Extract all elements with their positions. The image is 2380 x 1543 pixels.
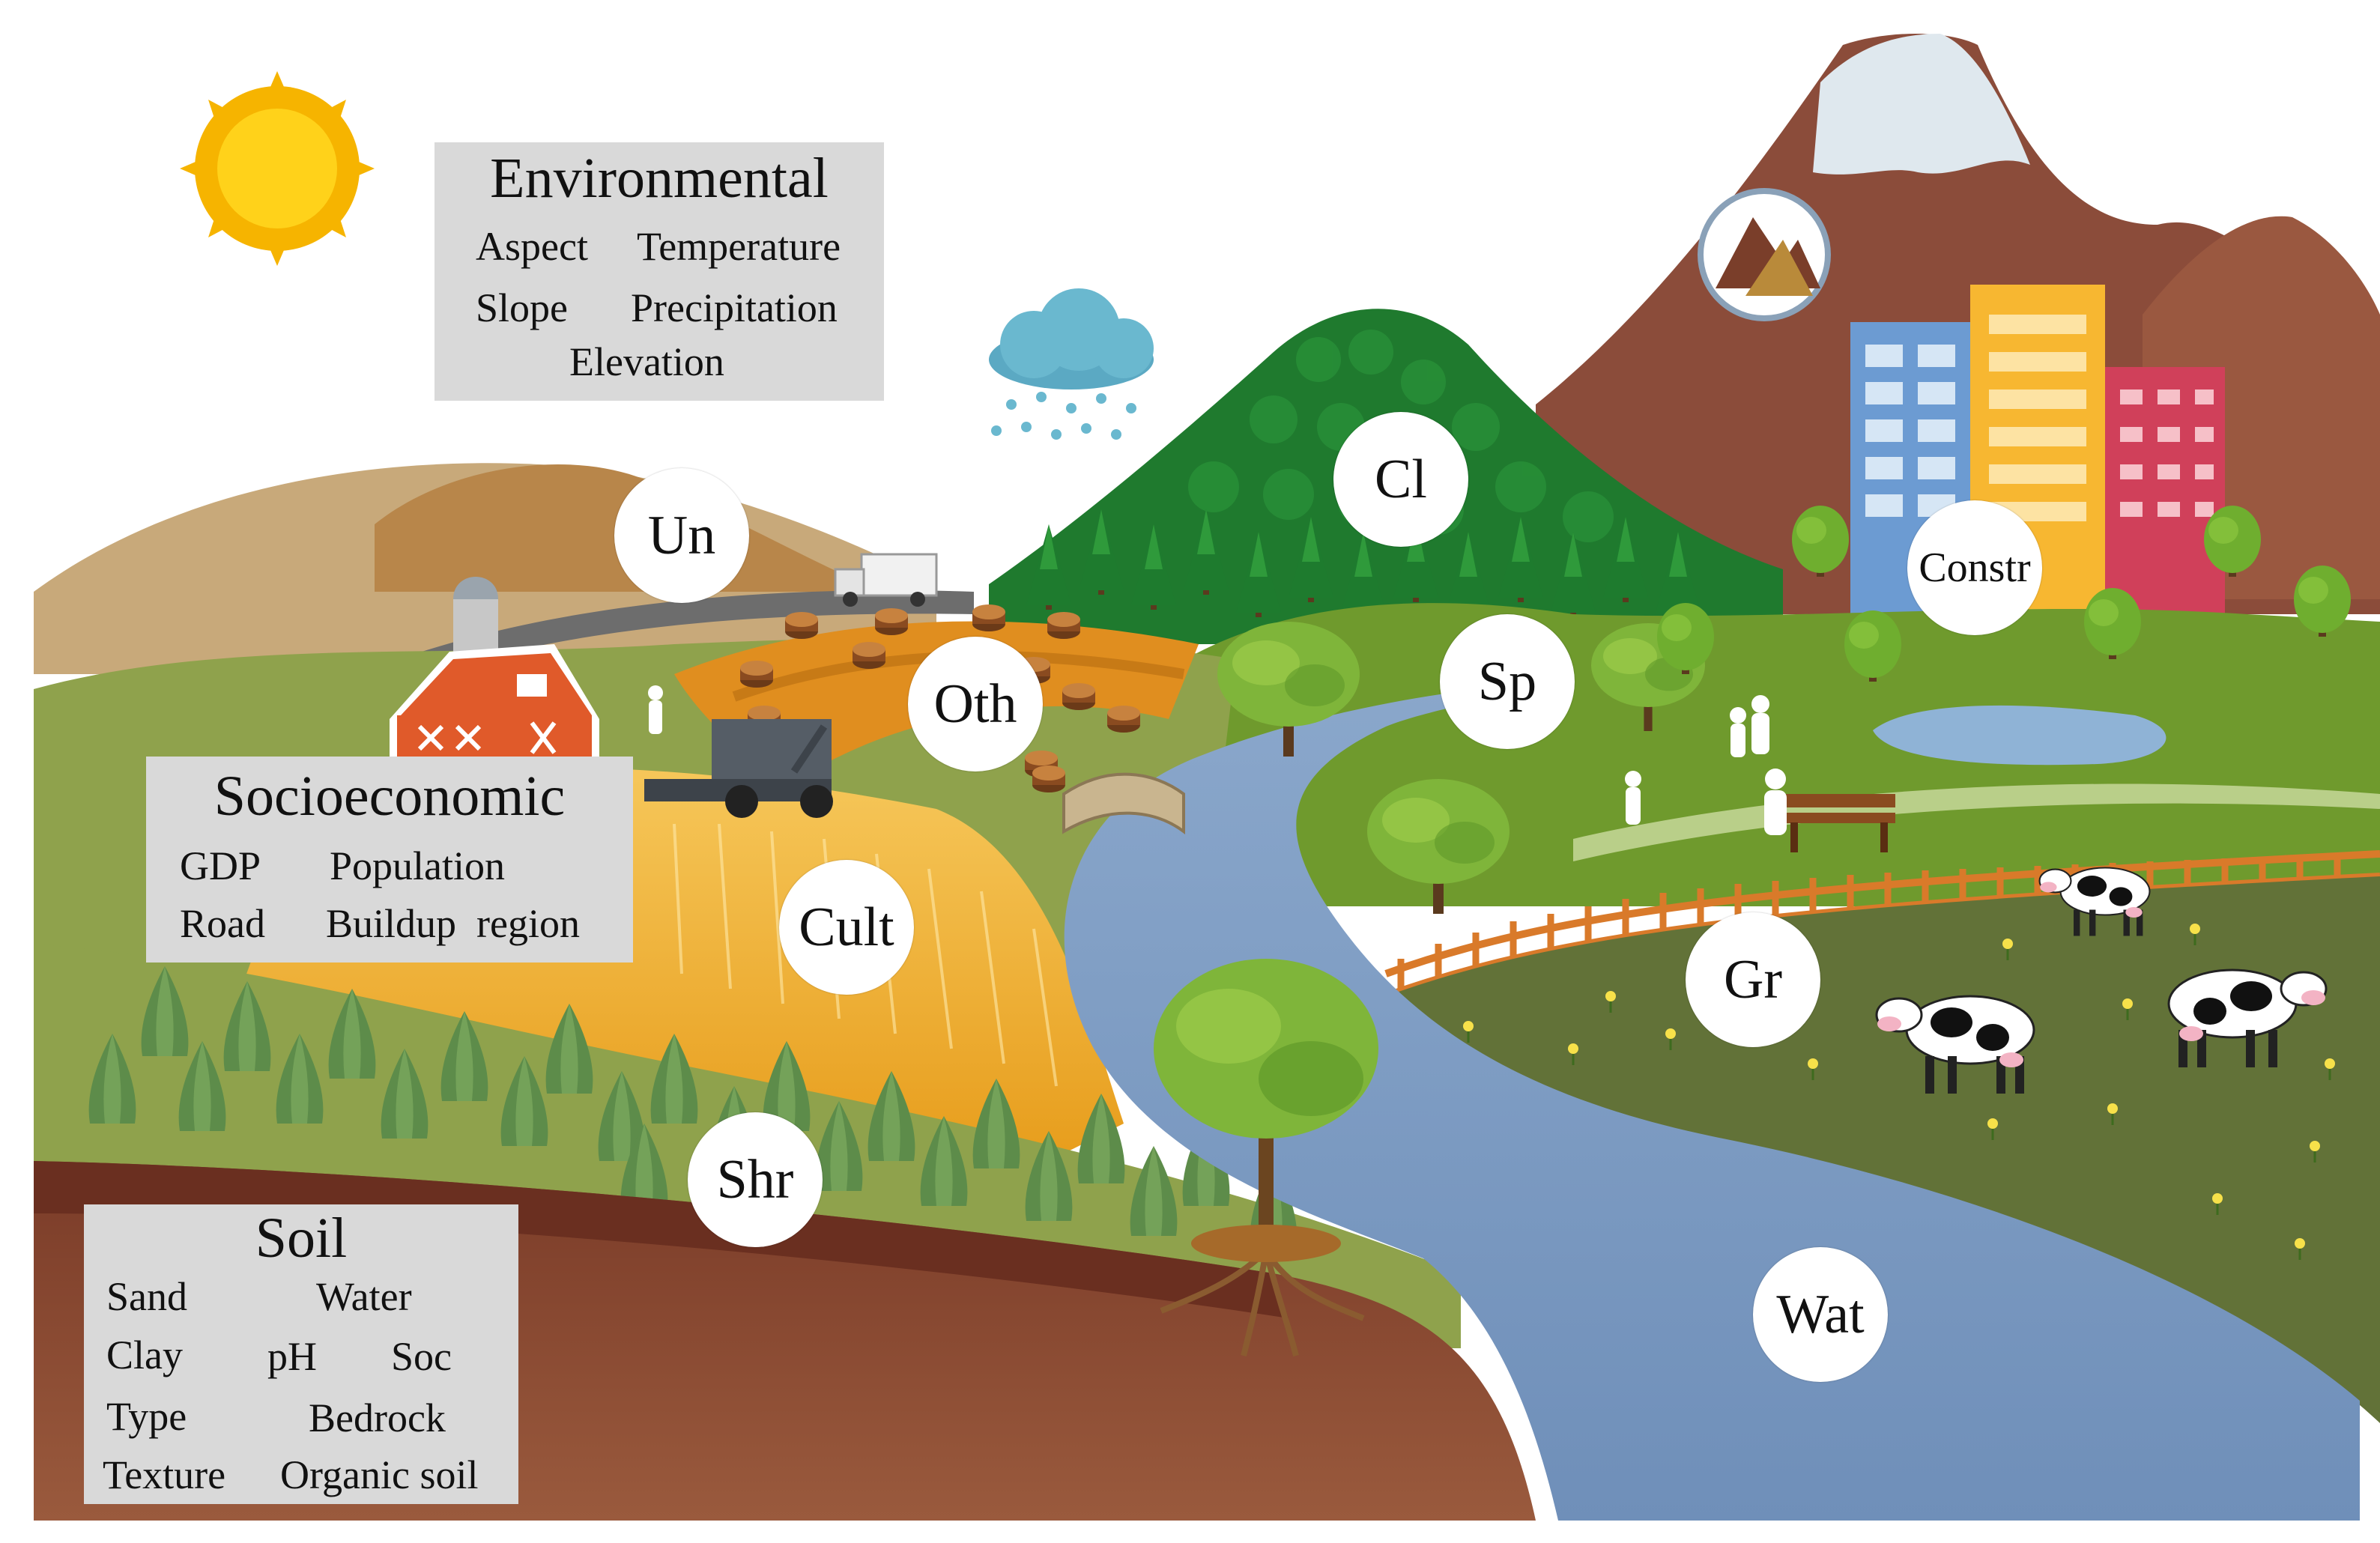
factor-type: Type xyxy=(106,1393,187,1440)
label-wat: Wat xyxy=(1753,1247,1888,1382)
label-oth: Oth xyxy=(908,637,1043,772)
factor-aspect: Aspect xyxy=(476,223,588,270)
label-cult: Cult xyxy=(779,860,914,995)
factor-clay: Clay xyxy=(106,1332,183,1378)
label-gr: Gr xyxy=(1686,912,1820,1047)
soil-panel: Soil Sand Water Clay pH Soc Type Bedrock… xyxy=(84,1204,518,1504)
factor-sand: Sand xyxy=(106,1273,187,1320)
factor-water: Water xyxy=(316,1273,412,1320)
farmer-icon xyxy=(648,685,663,734)
factor-ph: pH xyxy=(267,1333,317,1380)
factor-precipitation: Precipitation xyxy=(631,285,838,331)
soil-title: Soil xyxy=(84,1206,518,1271)
mountain-icon xyxy=(1701,191,1828,318)
factor-slope: Slope xyxy=(476,285,568,331)
rain-cloud-icon xyxy=(989,288,1154,440)
factor-population: Population xyxy=(330,843,505,889)
label-sp: Sp xyxy=(1440,614,1575,749)
factor-elevation: Elevation xyxy=(569,339,724,385)
factor-buildup-region: Buildup region xyxy=(326,900,580,947)
label-constr: Constr xyxy=(1907,500,2042,635)
factor-organic-soil: Organic soil xyxy=(280,1452,478,1498)
factor-texture: Texture xyxy=(103,1452,225,1498)
factor-soc: Soc xyxy=(391,1333,452,1380)
environmental-title: Environmental xyxy=(434,146,884,211)
factor-temperature: Temperature xyxy=(637,223,841,270)
factor-road: Road xyxy=(180,900,265,947)
environmental-panel: Environmental Aspect Temperature Slope P… xyxy=(434,142,884,401)
socioeconomic-title: Socioeconomic xyxy=(146,764,633,829)
factor-bedrock: Bedrock xyxy=(309,1395,446,1441)
label-un: Un xyxy=(614,468,749,603)
label-cl: Cl xyxy=(1333,412,1468,547)
factor-gdp: GDP xyxy=(180,843,261,889)
sun-icon xyxy=(180,71,375,266)
socioeconomic-panel: Socioeconomic GDP Population Road Buildu… xyxy=(146,757,633,963)
label-shr: Shr xyxy=(688,1112,823,1247)
